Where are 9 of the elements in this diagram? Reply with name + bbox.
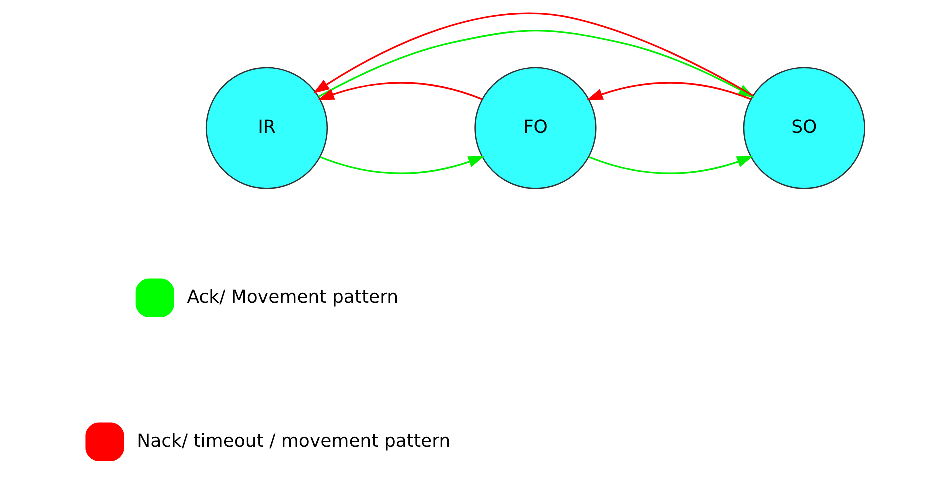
arrow xyxy=(588,156,753,174)
arrow xyxy=(320,156,484,174)
arrow xyxy=(318,82,482,100)
node-circle: FO xyxy=(474,67,596,190)
node-circle: IR xyxy=(205,67,328,190)
node-circle: SO xyxy=(742,67,865,190)
legend-label: Nack/ timeout / movement pattern xyxy=(136,430,450,452)
legend-label: Ack/ Movement pattern xyxy=(186,286,398,308)
arrow xyxy=(586,82,751,100)
